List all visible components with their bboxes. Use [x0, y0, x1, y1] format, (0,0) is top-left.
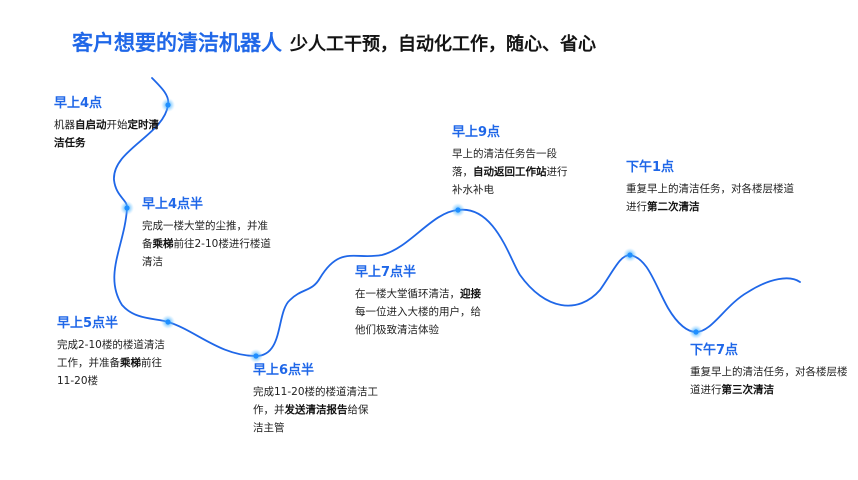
timeline-time: 早上4点 [54, 96, 103, 111]
timeline-node: 下午1点 重复早上的清洁任务，对各楼层楼道进行第二次清洁 [626, 159, 796, 216]
timeline-marker [161, 98, 175, 112]
timeline-time: 早上7点半 [355, 265, 417, 280]
timeline-time: 早上6点半 [253, 363, 315, 378]
description-text: 完成一楼大堂的尘推，并准备 [142, 220, 268, 250]
timeline-time: 下午7点 [690, 343, 739, 358]
description-text: 进行补水补电 [452, 166, 568, 196]
title-subtitle: 少人工干预，自动化工作，随心、省心 [290, 34, 596, 55]
description-text: 前往2-10楼进行楼道清洁 [142, 238, 271, 268]
highlight-text: 第二次清洁 [647, 201, 700, 213]
highlight-text: 乘梯 [120, 357, 141, 369]
timeline-marker [451, 203, 465, 217]
description-text: 开始 [106, 119, 128, 131]
description-text: 每一位进入大楼的用户，给他们极致清洁体验 [355, 306, 481, 336]
timeline-description: 完成2-10楼的楼道清洁工作，并准备乘梯前往11-20楼 [57, 336, 175, 390]
timeline-time: 下午1点 [626, 160, 675, 175]
timeline-description: 完成一楼大堂的尘推，并准备乘梯前往2-10楼进行楼道清洁 [142, 217, 277, 271]
timeline-marker [161, 315, 175, 329]
description-text: 在一楼大堂循环清洁， [355, 288, 460, 300]
description-text: 完成2-10楼的楼道清洁工作，并准备 [57, 339, 165, 369]
timeline-node: 下午7点 重复早上的清洁任务，对各楼层楼道进行第三次清洁 [690, 342, 852, 399]
highlight-text: 定时清洁任务 [54, 119, 159, 149]
description-text: 机器 [54, 119, 75, 131]
title-main: 客户想要的清洁机器人 [72, 31, 282, 55]
timeline-marker [689, 325, 703, 339]
timeline-time: 早上4点半 [142, 197, 204, 212]
highlight-text: 迎接 [460, 288, 481, 300]
timeline-description: 完成11-20楼的楼道清洁工作，并发送清洁报告给保洁主管 [253, 383, 378, 437]
timeline-description: 重复早上的清洁任务，对各楼层楼道进行第三次清洁 [690, 363, 852, 399]
description-text: 重复早上的清洁任务，对各楼层楼道进行 [690, 366, 848, 396]
highlight-text: 自动返回工作站 [473, 166, 547, 178]
highlight-text: 第三次清洁 [721, 384, 775, 396]
highlight-text: 自启动 [75, 119, 107, 131]
description-text: 重复早上的清洁任务，对各楼层楼道进行 [626, 183, 794, 213]
timeline-node: 早上9点 早上的清洁任务告一段落，自动返回工作站进行补水补电 [452, 124, 577, 199]
highlight-text: 乘梯 [152, 238, 174, 250]
timeline-node: 早上4点半 完成一楼大堂的尘推，并准备乘梯前往2-10楼进行楼道清洁 [142, 196, 277, 271]
timeline-marker [120, 201, 134, 215]
timeline-marker [623, 248, 637, 262]
timeline-node: 早上7点半 在一楼大堂循环清洁，迎接每一位进入大楼的用户，给他们极致清洁体验 [355, 264, 483, 339]
timeline-description: 早上的清洁任务告一段落，自动返回工作站进行补水补电 [452, 145, 577, 199]
timeline-description: 重复早上的清洁任务，对各楼层楼道进行第二次清洁 [626, 180, 796, 216]
timeline-description: 机器自启动开始定时清洁任务 [54, 116, 164, 152]
timeline-marker [249, 349, 263, 363]
timeline-node: 早上6点半 完成11-20楼的楼道清洁工作，并发送清洁报告给保洁主管 [253, 362, 378, 437]
description-text: 完成11-20楼的楼道清洁工作，并 [253, 386, 379, 416]
timeline-time: 早上5点半 [57, 316, 119, 331]
timeline-node: 早上5点半 完成2-10楼的楼道清洁工作，并准备乘梯前往11-20楼 [57, 315, 175, 390]
timeline-description: 在一楼大堂循环清洁，迎接每一位进入大楼的用户，给他们极致清洁体验 [355, 285, 483, 339]
description-text: 给保洁主管 [253, 404, 369, 434]
timeline-time: 早上9点 [452, 125, 501, 140]
description-text: 早上的清洁任务告一段落， [452, 148, 557, 178]
description-text: 前往11-20楼 [57, 357, 162, 387]
page-title: 客户想要的清洁机器人 少人工干预，自动化工作，随心、省心 [72, 27, 596, 61]
timeline-node: 早上4点 机器自启动开始定时清洁任务 [54, 95, 164, 152]
highlight-text: 发送清洁报告 [284, 404, 348, 416]
